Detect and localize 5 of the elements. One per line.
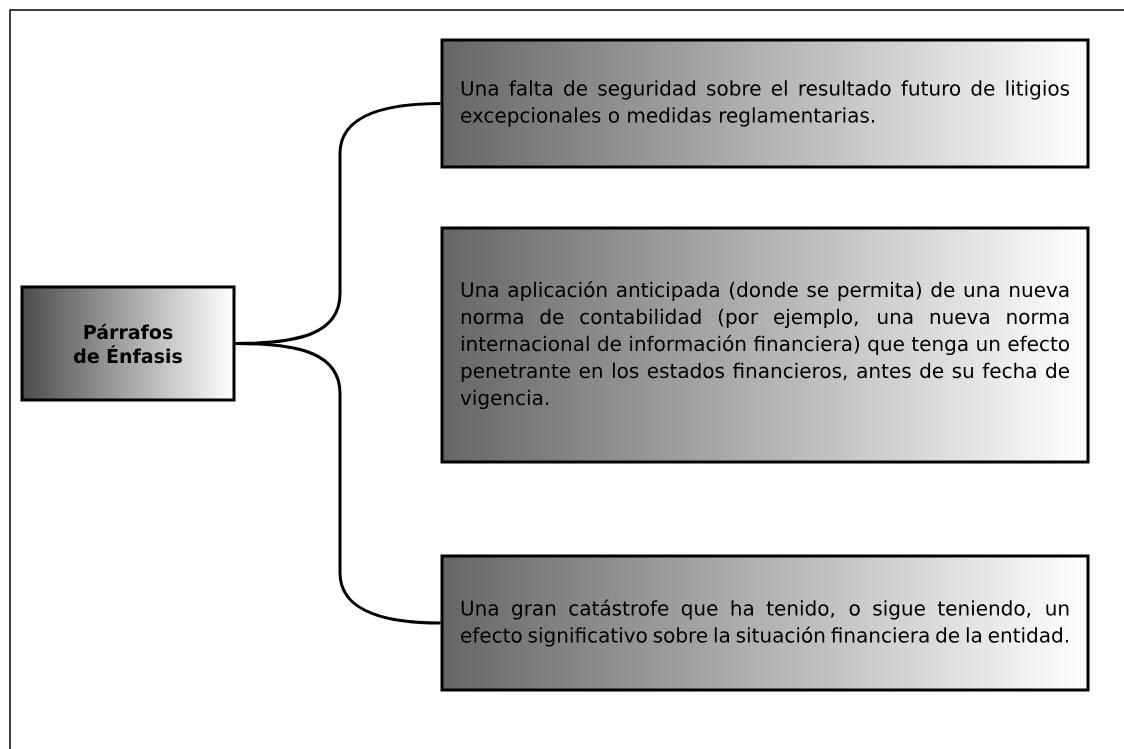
text-box: Una gran catástrofe que ha tenido, o sigue teniendo, un efecto significativo sobre la situación financiera de la entidad. <box>440 554 1090 692</box>
text-box: Una aplicación anticipada (donde se permita) de una nueva norma de contabilidad (por ejemplo, una nueva norma internacional de información financiera) que tenga un efecto penetrante en los estados financieros, antes de su fecha de vigencia. <box>440 226 1090 464</box>
text-box: Una falta de seguridad sobre el resultado futuro de litigios excepcionales o medidas reglamentarias. <box>440 38 1090 169</box>
topic-box: Párrafos de Énfasis <box>20 285 236 402</box>
brace-line <box>235 342 441 625</box>
